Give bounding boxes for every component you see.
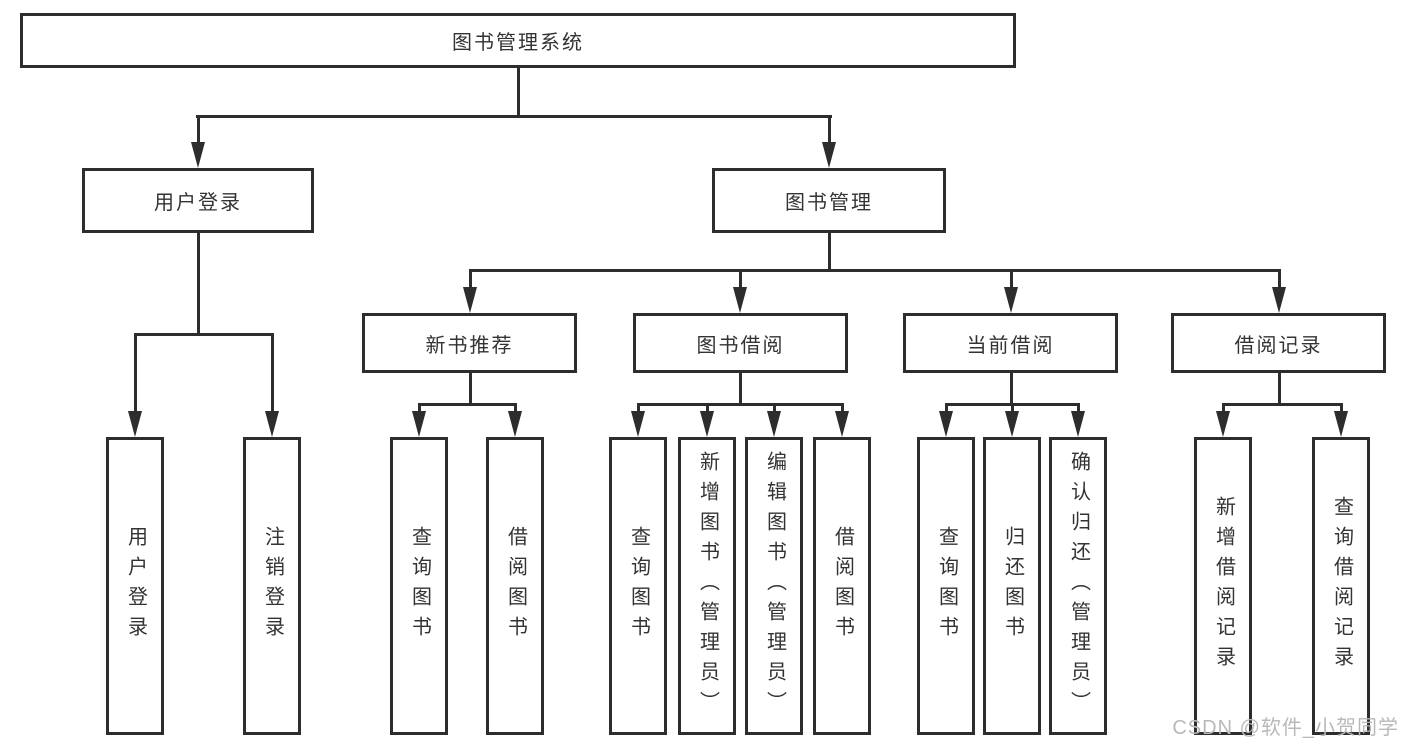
leaf-borrow-books-recommend: 借阅图书 [486,437,544,735]
node-label: 用户登录 [154,192,242,214]
connector-line [469,269,472,291]
node-book-borrowing: 图书借阅 [633,313,848,373]
arrow-down-icon [1004,287,1018,313]
connector-line [1010,373,1013,406]
node-label: 借阅图书 [504,526,527,646]
connector-line [418,403,517,406]
connector-line [418,403,421,415]
connector-line [1222,403,1343,406]
leaf-query-books-borrowing: 查询图书 [609,437,667,735]
leaf-query-books-recommend: 查询图书 [390,437,448,735]
arrow-down-icon [412,411,426,437]
node-label: 图书管理系统 [452,32,584,54]
connector-line [1278,373,1281,406]
connector-line [945,403,948,415]
node-label: 借阅记录 [1234,334,1323,357]
arrow-down-icon [1334,411,1348,437]
connector-line [517,66,520,118]
leaf-edit-book-admin: 编辑图书（管理员） [745,437,803,735]
connector-line [739,373,742,406]
connector-line [637,403,640,415]
node-new-book-recommendation: 新书推荐 [362,313,577,373]
arrow-down-icon [700,411,714,437]
arrow-down-icon [1272,287,1286,313]
leaf-query-borrow-record: 查询借阅记录 [1312,437,1370,735]
node-label: 图书借阅 [696,334,785,357]
node-label: 归还图书 [1001,526,1024,646]
leaf-query-books-current: 查询图书 [917,437,975,735]
arrow-down-icon [1216,411,1230,437]
node-user-login: 用户登录 [82,168,314,233]
connector-line [773,403,776,415]
connector-line [197,230,200,336]
node-book-management: 图书管理 [712,168,946,233]
connector-line [828,115,831,145]
arrow-down-icon [835,411,849,437]
node-label: 查询图书 [408,526,431,646]
arrow-down-icon [1005,411,1019,437]
arrow-down-icon [733,287,747,313]
node-label: 借阅图书 [831,526,854,646]
connector-line [134,333,274,336]
node-label: 当前借阅 [966,334,1055,357]
node-label: 新增借阅记录 [1212,496,1235,676]
connector-line [1011,403,1014,415]
arrow-down-icon [767,411,781,437]
connector-line [134,333,137,415]
node-label: 查询图书 [935,526,958,646]
node-library-management-system: 图书管理系统 [20,13,1016,68]
arrow-down-icon [939,411,953,437]
node-label: 图书管理 [785,192,873,214]
arrow-down-icon [1071,411,1085,437]
node-label: 查询借阅记录 [1330,496,1353,676]
arrow-down-icon [191,142,205,168]
connector-line [196,115,832,118]
node-label: 注销登录 [261,526,284,646]
connector-line [1010,269,1013,291]
connector-line [514,403,517,415]
connector-line [271,333,274,415]
leaf-user-login: 用户登录 [106,437,164,735]
node-label: 用户登录 [124,526,147,646]
connector-line [1222,403,1225,415]
connector-line [841,403,844,415]
leaf-borrow-books-borrowing: 借阅图书 [813,437,871,735]
node-label: 编辑图书（管理员） [763,451,786,721]
connector-line [1077,403,1080,415]
connector-line [706,403,709,415]
leaf-logout: 注销登录 [243,437,301,735]
connector-line [637,403,844,406]
watermark: CSDN @软件_小贺同学 [1172,717,1399,739]
connector-line [828,230,831,272]
leaf-add-book-admin: 新增图书（管理员） [678,437,736,735]
node-current-borrowing: 当前借阅 [903,313,1118,373]
node-label: 新书推荐 [425,334,514,357]
node-label: 确认归还（管理员） [1067,451,1090,721]
leaf-confirm-return-admin: 确认归还（管理员） [1049,437,1107,735]
arrow-down-icon [822,142,836,168]
node-label: 新增图书（管理员） [696,451,719,721]
arrow-down-icon [463,287,477,313]
connector-line [197,115,200,145]
connector-line [1278,269,1281,291]
connector-line [469,269,1281,272]
leaf-return-books: 归还图书 [983,437,1041,735]
arrow-down-icon [265,411,279,437]
connector-line [469,373,472,406]
arrow-down-icon [631,411,645,437]
arrow-down-icon [128,411,142,437]
node-label: 查询图书 [627,526,650,646]
connector-line [1340,403,1343,415]
leaf-add-borrow-record: 新增借阅记录 [1194,437,1252,735]
connector-line [739,269,742,291]
node-borrowing-records: 借阅记录 [1171,313,1386,373]
arrow-down-icon [508,411,522,437]
